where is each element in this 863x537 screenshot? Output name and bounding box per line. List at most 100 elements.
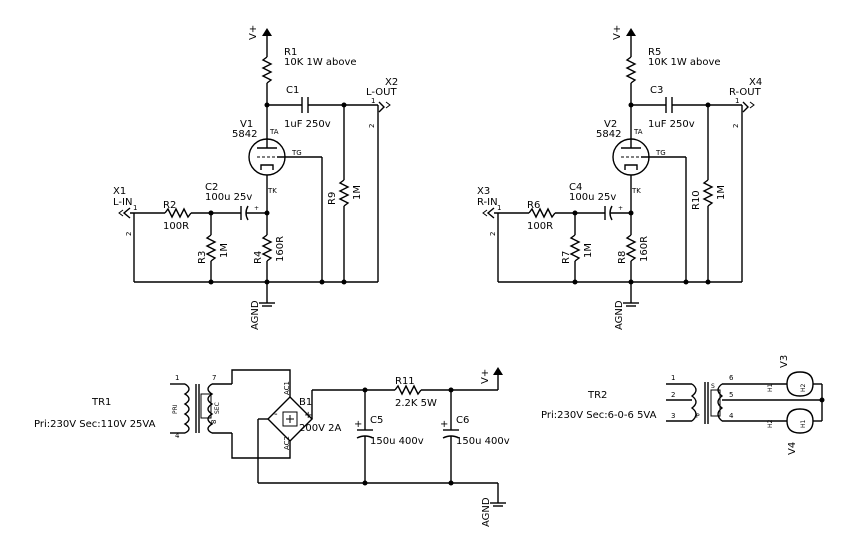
x4-pin1: 1 (735, 97, 739, 105)
x4-ref: X4 (749, 77, 762, 88)
left-junction (341, 279, 347, 285)
c4-ref: C4 (569, 182, 582, 193)
r1-ref: R1 (284, 47, 297, 58)
r3-value: 1M (219, 243, 230, 258)
x4-output-connector: X4 R-OUT 1 2 (729, 77, 762, 282)
tr2-s-label: S (711, 383, 715, 390)
right-vplus-symbol: V+ (612, 25, 636, 57)
right-junction (628, 279, 634, 285)
x3-pin1: 1 (497, 204, 501, 212)
c6-value: 150u 400v (456, 436, 510, 447)
v2-ref: V2 (604, 119, 617, 130)
v4-h2: H2 (767, 419, 774, 428)
c5-plus: + (354, 419, 362, 430)
x1-input-connector: X1 L-IN 1 2 (113, 186, 165, 282)
tr2-spec: Pri:230V Sec:6-0-6 5VA (541, 410, 657, 421)
x4-label: R-OUT (729, 87, 762, 98)
r11-value: 2.2K 5W (395, 398, 437, 409)
r11-resistor: R11 2.2K 5W (394, 376, 498, 409)
r11-ref: R11 (395, 376, 415, 387)
right-junction (572, 279, 578, 285)
r2-resistor: R2 100R (163, 200, 241, 232)
c5-ref: C5 (370, 415, 383, 426)
b1-plus: + (304, 410, 312, 421)
right-junction (683, 279, 689, 285)
v3-ref: V3 (779, 355, 790, 368)
tr2-pin3: 3 (671, 412, 675, 420)
right-channel: V+ R5 10K 1W above C3 1uF 250v X4 R-OUT … (477, 25, 762, 330)
v1-tube: V1 5842 TA TG TK (232, 119, 323, 282)
left-junction (319, 279, 325, 285)
r4-ref: R4 (253, 251, 264, 264)
r7-resistor: R7 1M (561, 213, 594, 282)
c3-capacitor: C3 1uF 250v (631, 85, 742, 130)
x2-ref: X2 (385, 77, 398, 88)
left-vplus-symbol: V+ (248, 25, 272, 57)
tr2-pin1: 1 (671, 374, 675, 382)
c4-value: 100u 25v (569, 192, 616, 203)
b1-ac2: AC2 (283, 436, 291, 450)
right-vplus-label: V+ (612, 25, 623, 40)
tr1-transformer: TR1 Pri:230V Sec:110V 25VA PRI SEC 1 4 7… (34, 374, 232, 440)
r3-ref: R3 (197, 251, 208, 264)
v4-h1: H1 (800, 419, 807, 428)
tr1-pin7: 7 (212, 374, 216, 382)
ac1-wire (231, 369, 291, 397)
b1-bridge-rectifier: B1 200V 2A AC1 AC2 + - (257, 381, 341, 483)
r1-value: 10K 1W above (284, 57, 357, 68)
tr2-pin2: 2 (671, 391, 675, 399)
b1-minus: - (274, 409, 278, 420)
r5-ref: R5 (648, 47, 661, 58)
left-channel: V+ R1 10K 1W above C1 1uF 250v X2 L-OUT (113, 25, 398, 330)
psu-vplus-label: V+ (480, 369, 491, 384)
psu-agnd-symbol: AGND (481, 483, 506, 527)
r8-resistor: R8 160R (617, 213, 650, 303)
right-junction (705, 279, 711, 285)
r6-ref: R6 (527, 200, 540, 211)
right-agnd-symbol: AGND (614, 300, 639, 330)
b1-ref: B1 (299, 397, 312, 408)
c2-value: 100u 25v (205, 192, 252, 203)
r10-value: 1M (716, 185, 727, 200)
c1-ref: C1 (286, 85, 299, 96)
c1-capacitor: C1 1uF 250v (267, 85, 378, 130)
x2-pin1: 1 (371, 97, 375, 105)
c2-plus: + (254, 205, 259, 212)
b1-ac1: AC1 (283, 381, 291, 395)
left-vplus-label: V+ (248, 25, 259, 40)
left-junction (208, 279, 214, 285)
r7-value: 1M (583, 243, 594, 258)
c1-value: 1uF 250v (284, 119, 331, 130)
tr2-p-label: P (696, 413, 700, 420)
c3-ref: C3 (650, 85, 663, 96)
v1-pin-tk: TK (267, 187, 277, 195)
c4-plus: + (618, 205, 623, 212)
psu-junction (362, 480, 368, 486)
c6-capacitor: C6 150u 400v + (440, 390, 510, 483)
r2-ref: R2 (163, 200, 176, 211)
r4-value: 160R (275, 236, 286, 262)
v1-part: 5842 (232, 129, 257, 140)
tr2-pin4: 4 (729, 412, 734, 420)
left-agnd-label: AGND (250, 300, 261, 330)
x3-pin2: 2 (489, 232, 497, 236)
b1-value: 200V 2A (299, 423, 341, 434)
v4-ref: V4 (787, 442, 798, 455)
x1-label: L-IN (113, 197, 132, 208)
v3-h2: H2 (800, 383, 807, 392)
r8-ref: R8 (617, 251, 628, 264)
x1-pin2: 2 (125, 232, 133, 236)
c2-ref: C2 (205, 182, 218, 193)
x2-label: L-OUT (366, 87, 397, 98)
r9-value: 1M (352, 185, 363, 200)
v2-pin-ta: TA (633, 128, 643, 136)
r2-value: 100R (163, 221, 189, 232)
tr1-spec: Pri:230V Sec:110V 25VA (34, 419, 156, 430)
psu-junction (448, 480, 454, 486)
r4-resistor: R4 160R (253, 213, 286, 303)
c5-capacitor: C5 150u 400v + (354, 390, 424, 483)
tr1-sec-label: SEC (214, 402, 221, 414)
heater-junction (819, 397, 825, 403)
tr2-pin5: 5 (729, 391, 733, 399)
c5-value: 150u 400v (370, 436, 424, 447)
